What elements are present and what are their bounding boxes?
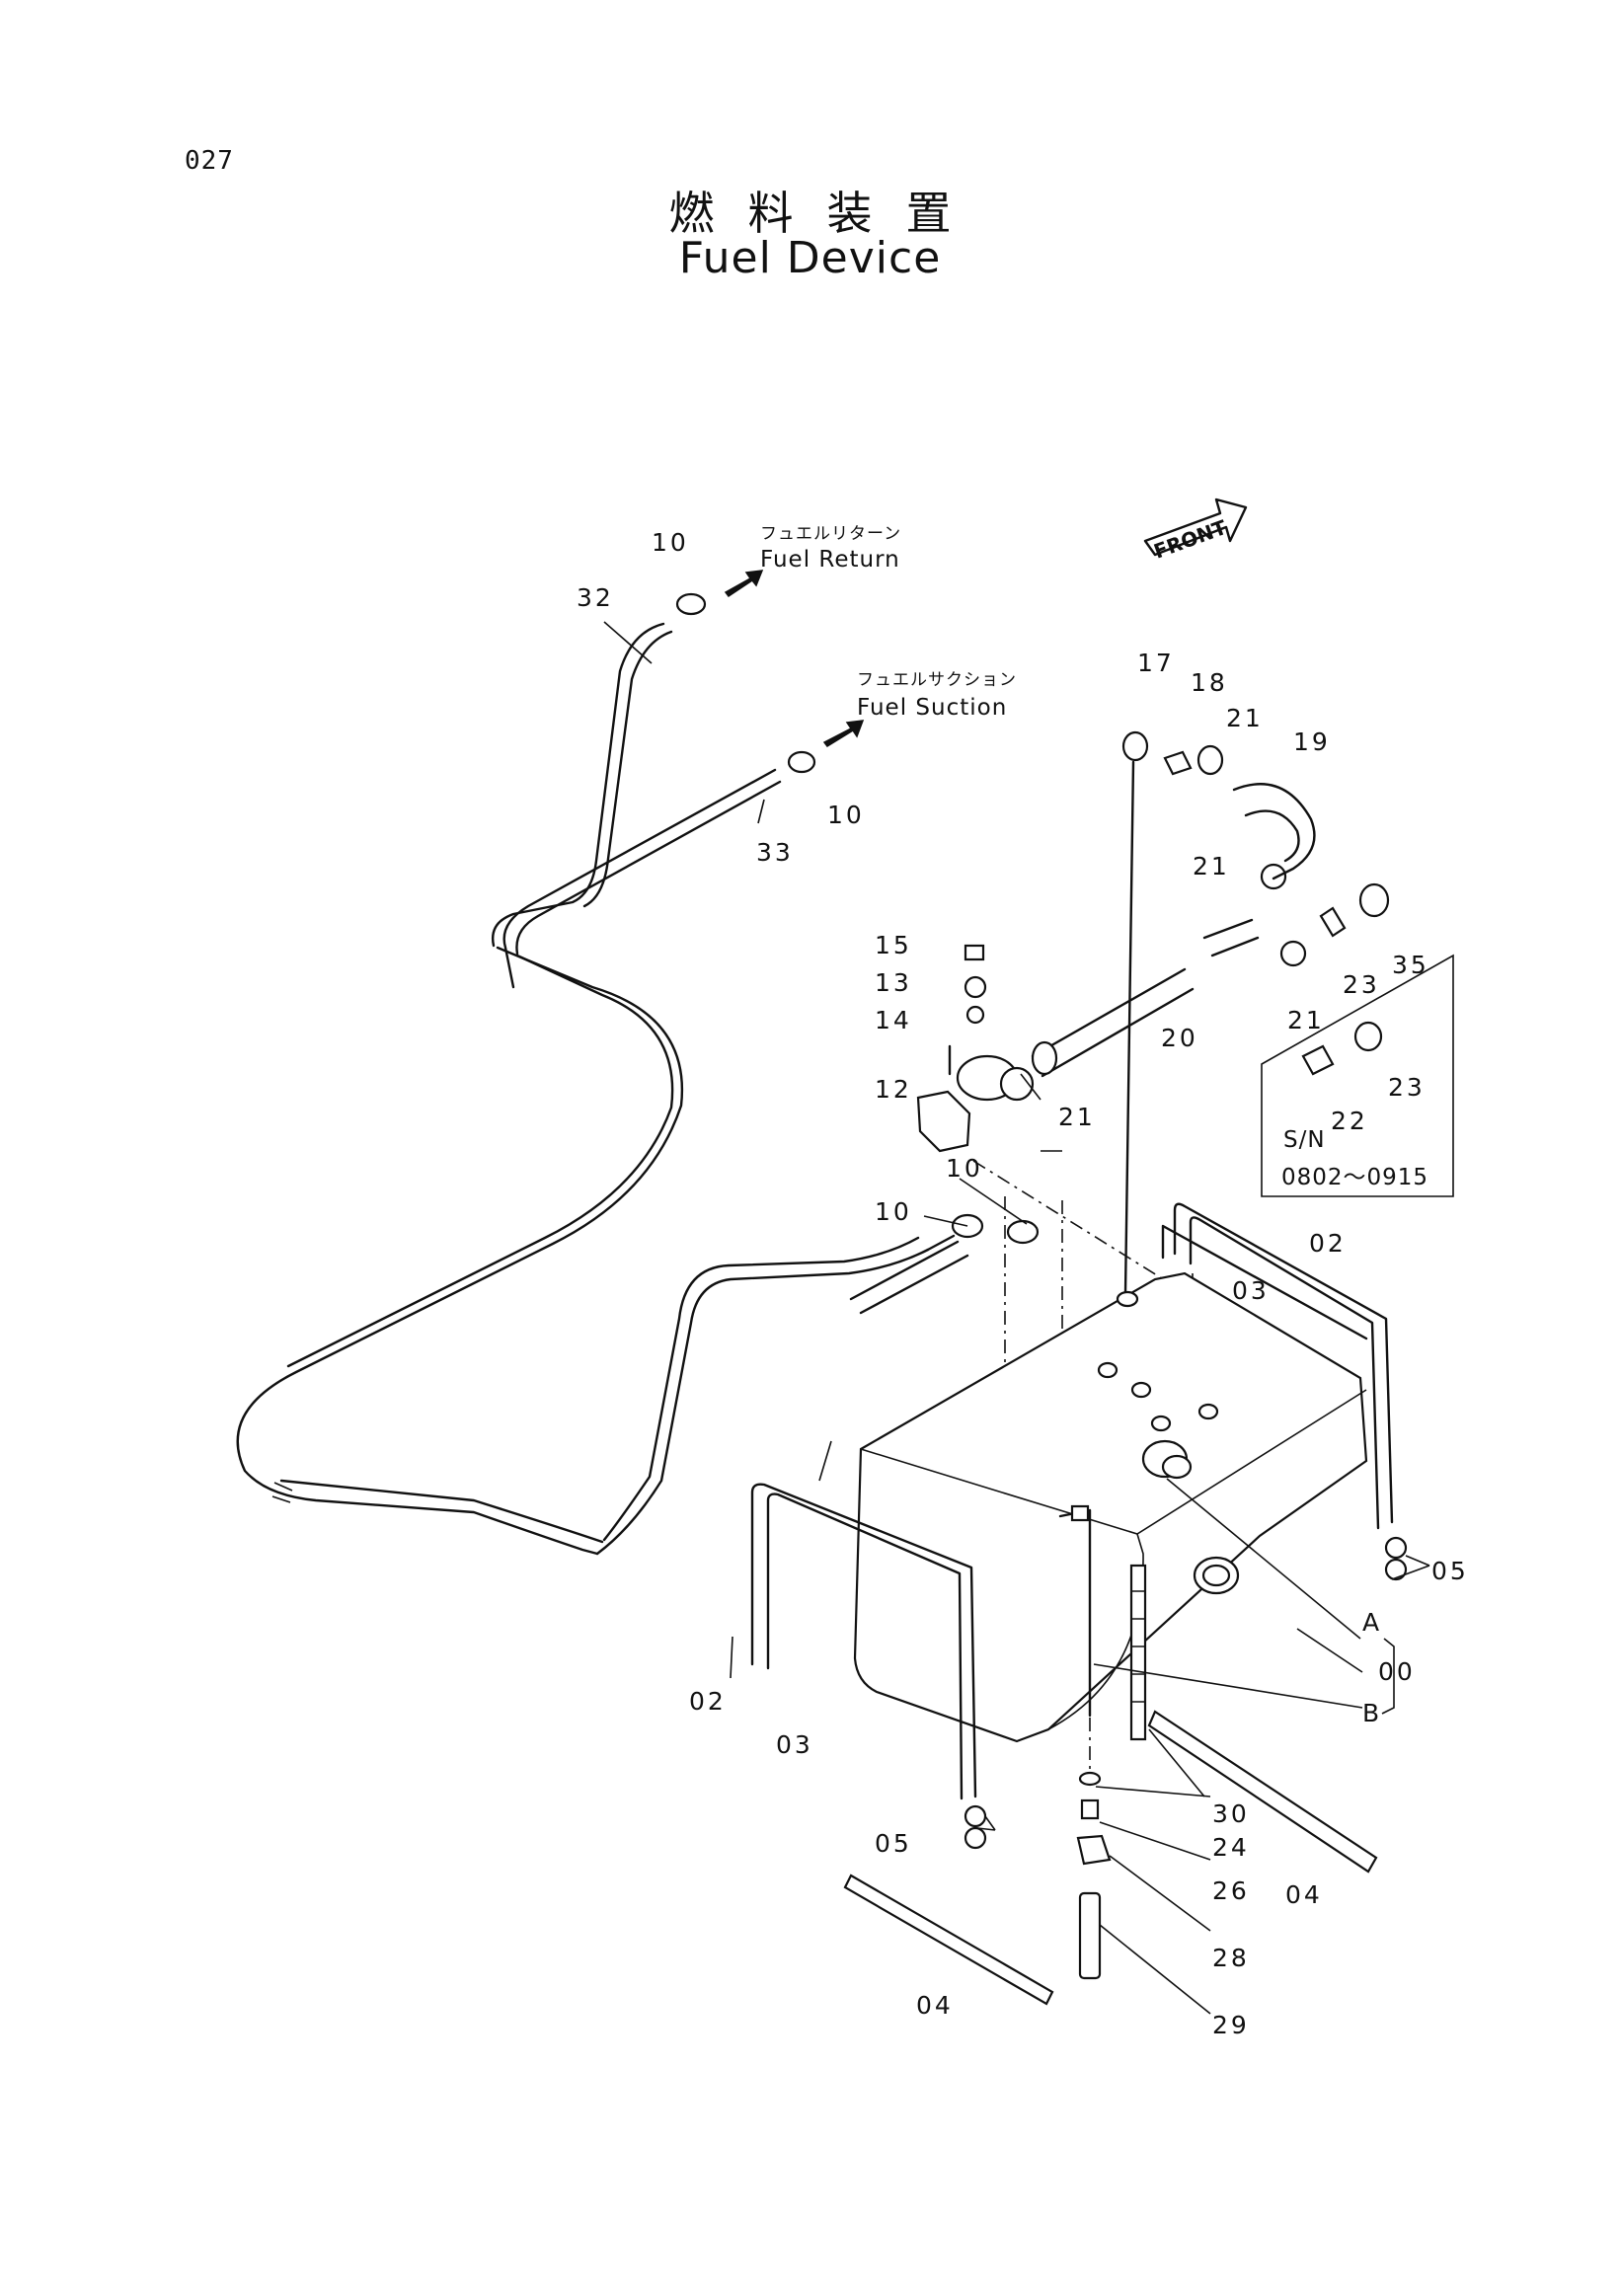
fuel-return-jp-label: フュエルリターン [760,524,901,544]
callout-00: 00 [1378,1657,1416,1686]
front-arrow-badge: FRONT [1143,497,1248,564]
callout-20: 20 [1161,1024,1198,1052]
fuel-hose-routing [236,622,969,1556]
callout-leaders [603,621,1430,2015]
callout-23-box: 23 [1388,1073,1426,1102]
callout-15: 15 [875,931,912,959]
fuel-suction-arrow-icon [822,720,865,747]
fuel-filter-assembly [916,944,1035,1153]
title-english: Fuel Device [678,233,942,283]
callout-10-filter: 10 [946,1154,983,1183]
nuts [964,1536,1408,1850]
callout-04-right: 04 [1285,1880,1323,1909]
front-badge-label: FRONT [1151,515,1230,564]
tank-straps-right [1161,1202,1394,1530]
callout-03-left: 03 [776,1730,813,1759]
title-japanese: 燃料装置 [668,187,985,240]
page-number: 027 [185,146,234,176]
callout-32: 32 [577,583,614,612]
callout-17: 17 [1137,649,1175,677]
callout-05-right: 05 [1431,1557,1469,1585]
fuel-return-indicator: フュエルリターン Fuel Return [724,524,901,598]
callout-24: 24 [1212,1833,1250,1862]
callout-13: 13 [875,968,912,997]
callout-03-right: 03 [1232,1276,1270,1305]
callout-02-right: 02 [1309,1229,1347,1258]
drain-assembly [1076,1718,1112,1980]
fuel-suction-en-label: Fuel Suction [857,695,1007,721]
callout-22: 22 [1331,1107,1368,1135]
callout-35: 35 [1392,951,1429,979]
callout-21-mid: 21 [1193,852,1230,880]
fuel-return-en-label: Fuel Return [760,547,900,573]
fuel-suction-indicator: フュエルサクション Fuel Suction [822,670,1017,747]
callout-05-left: 05 [875,1829,912,1858]
floor-straps [843,1710,1378,2006]
tank-straps-left [750,1483,1092,1800]
callout-21-filter: 21 [1058,1103,1096,1131]
reference-a: A [1362,1608,1382,1637]
callout-21-top: 21 [1226,704,1264,732]
callout-18: 18 [1191,668,1228,697]
sn-range: 0802～0915 [1281,1165,1428,1190]
upper-fittings [1121,730,1390,1295]
fuel-suction-jp-label: フュエルサクション [857,670,1017,690]
callout-33: 33 [756,838,794,867]
callout-23-upper: 23 [1343,970,1380,999]
hose-clamps [675,592,1040,1245]
callout-14: 14 [875,1006,912,1034]
callout-10-suction: 10 [827,801,865,829]
callout-02-left: 02 [689,1687,727,1716]
callout-21-lower: 21 [1287,1006,1325,1034]
reference-b: B [1362,1699,1382,1727]
callout-30: 30 [1212,1799,1250,1828]
callout-26: 26 [1212,1876,1250,1905]
callout-10-lower: 10 [875,1197,912,1226]
callout-28: 28 [1212,1944,1250,1972]
sn-label: S/N [1283,1127,1326,1153]
callout-29: 29 [1212,2011,1250,2039]
serial-number-detail-box: S/N 0802～0915 [1261,954,1454,1197]
callout-10-return: 10 [652,528,689,557]
callout-12: 12 [875,1075,912,1104]
callout-19: 19 [1293,727,1331,756]
fuel-tank [853,1271,1368,1743]
fuel-return-arrow-icon [724,570,764,598]
hose-20 [1031,863,1307,1078]
callout-04-left: 04 [916,1991,954,2020]
